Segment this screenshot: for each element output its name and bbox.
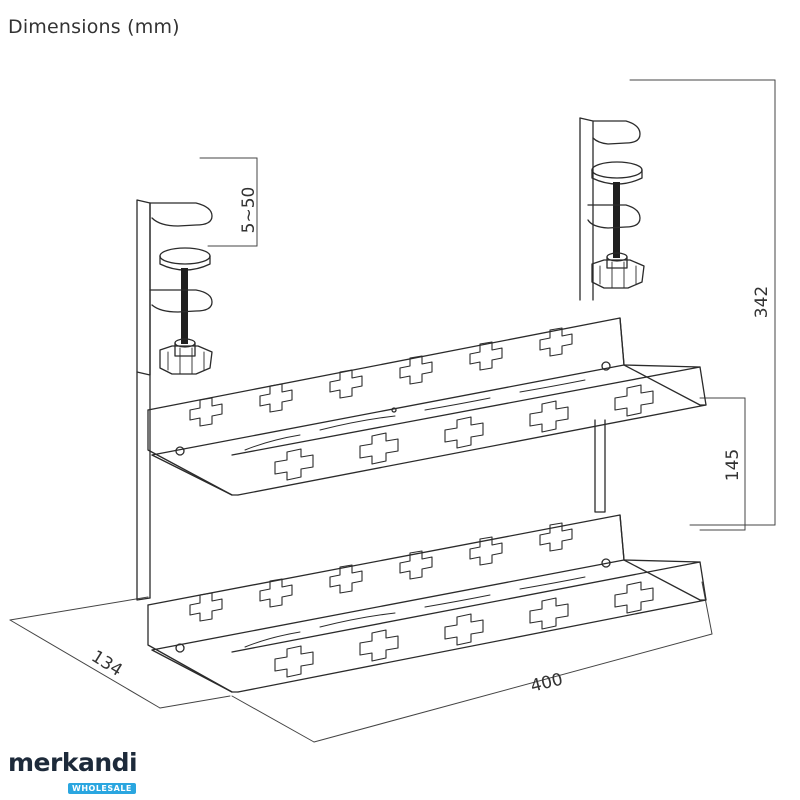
merkandi-logo: merkandi WHOLESALE — [8, 748, 138, 795]
page-title: Dimensions (mm) — [8, 16, 180, 38]
clamp-range-label: 5~50 — [239, 187, 259, 234]
depth-label: 134 — [88, 647, 126, 681]
dimension-lines — [9, 79, 776, 743]
logo-wordmark: merkandi — [8, 748, 138, 777]
width-label: 400 — [529, 670, 565, 697]
wholesale-badge: WHOLESALE — [68, 783, 136, 794]
tray-spacing-label: 145 — [723, 449, 743, 481]
left-mount-post — [136, 199, 213, 601]
right-mount-post — [579, 117, 645, 513]
upper-tray — [147, 317, 707, 496]
lower-tray — [147, 514, 707, 693]
total-height-label: 342 — [752, 286, 772, 318]
